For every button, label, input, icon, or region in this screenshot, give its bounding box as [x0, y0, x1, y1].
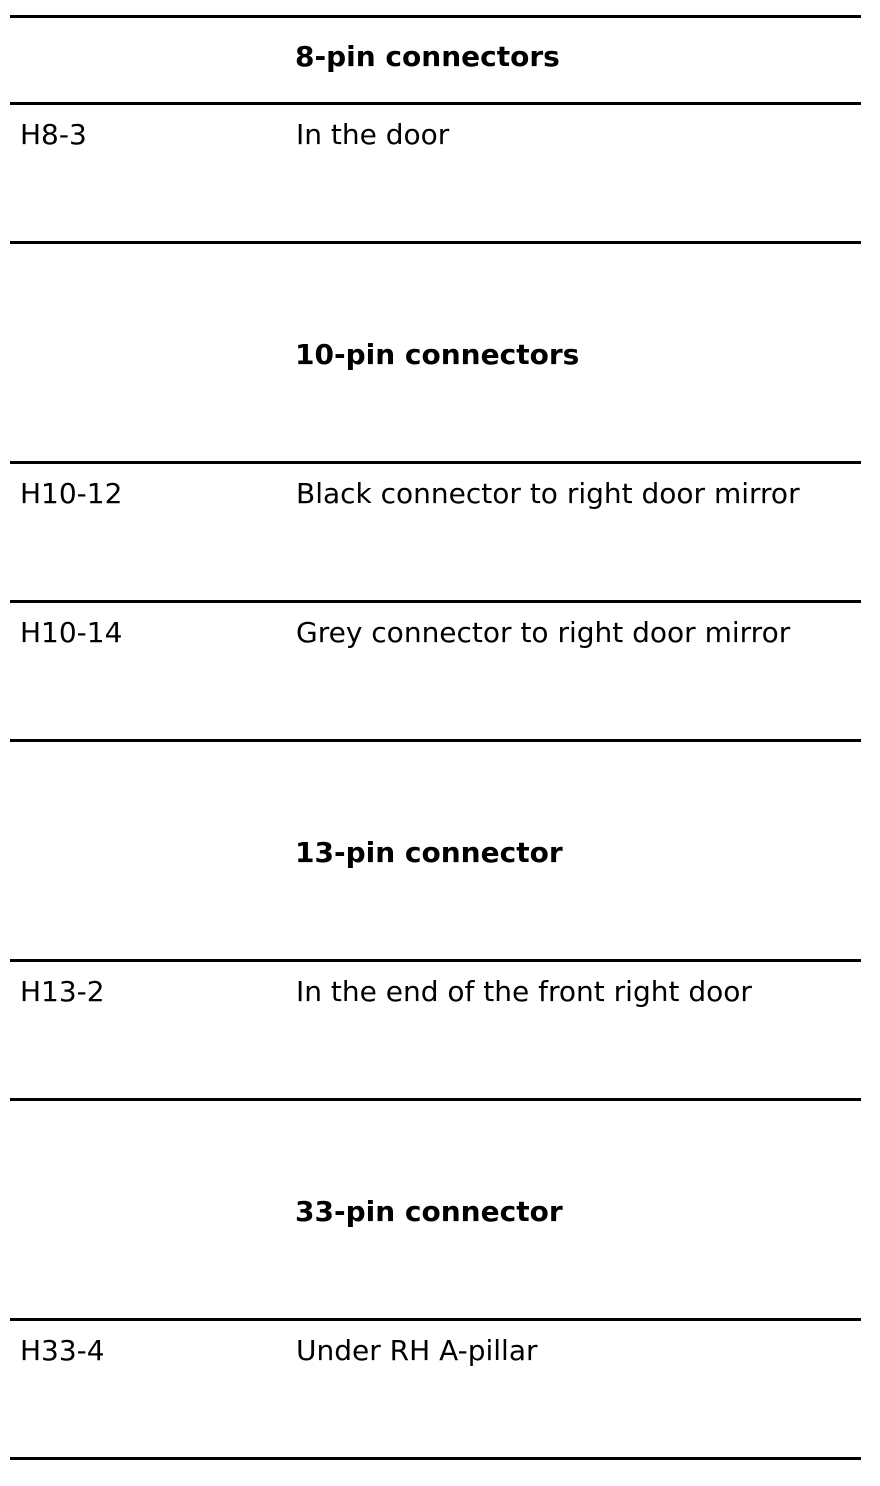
connector-location: Grey connector to right door mirror	[296, 616, 791, 649]
section-heading: 10-pin connectors	[295, 338, 580, 371]
section-heading: 13-pin connector	[295, 836, 563, 869]
section-heading: 33-pin connector	[295, 1195, 563, 1228]
connector-location: In the door	[296, 118, 450, 151]
connector-code: H10-14	[20, 616, 123, 649]
connector-code: H8-3	[20, 118, 87, 151]
table-rule	[10, 600, 861, 603]
connector-code: H13-2	[20, 975, 105, 1008]
table-rule	[10, 739, 861, 742]
connector-code: H10-12	[20, 477, 123, 510]
table-rule	[10, 15, 861, 18]
table-rule	[10, 102, 861, 105]
section-heading: 8-pin connectors	[295, 40, 560, 73]
table-rule	[10, 241, 861, 244]
table-rule	[10, 1457, 861, 1460]
connector-location: Black connector to right door mirror	[296, 477, 800, 510]
connector-code: H33-4	[20, 1334, 105, 1367]
table-rule	[10, 1098, 861, 1101]
table-rule	[10, 461, 861, 464]
table-rule	[10, 959, 861, 962]
table-rule	[10, 1318, 861, 1321]
connector-location: Under RH A-pillar	[296, 1334, 538, 1367]
connector-location: In the end of the front right door	[296, 975, 752, 1008]
